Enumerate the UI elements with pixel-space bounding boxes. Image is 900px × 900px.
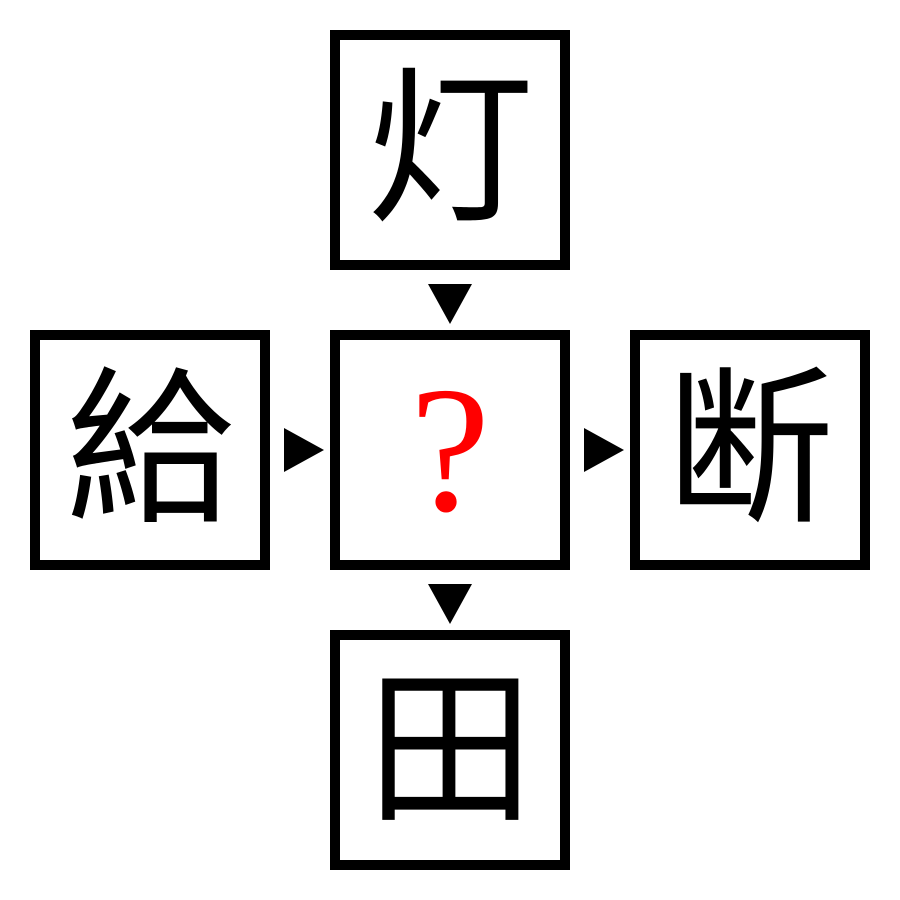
down-triangle-arrow-icon xyxy=(428,284,472,324)
left-kanji-box: 給 xyxy=(30,330,270,570)
left-kanji: 給 xyxy=(66,352,234,548)
bottom-kanji-box: 田 xyxy=(330,630,570,870)
right-kanji-box: 断 xyxy=(630,330,870,570)
bottom-kanji: 田 xyxy=(366,652,534,848)
down-triangle-arrow-icon xyxy=(428,584,472,624)
right-triangle-arrow-icon xyxy=(284,428,324,472)
answer-box[interactable]: ? xyxy=(330,330,570,570)
top-kanji: 灯 xyxy=(366,52,534,248)
top-kanji-box: 灯 xyxy=(330,30,570,270)
right-triangle-arrow-icon xyxy=(584,428,624,472)
question-mark: ? xyxy=(410,350,490,549)
right-kanji: 断 xyxy=(666,352,834,548)
